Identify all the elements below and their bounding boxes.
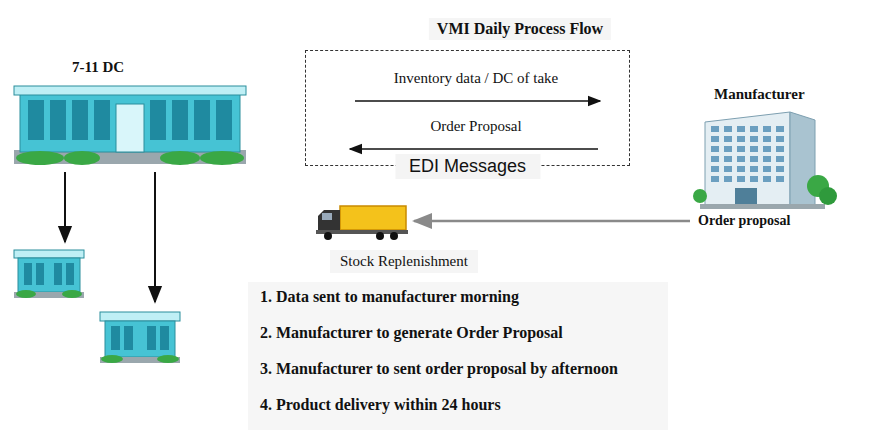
dc-building (14, 86, 246, 165)
delivery-truck (316, 206, 408, 240)
step-item: 4. Product delivery within 24 hours (260, 396, 501, 414)
step-item: 3. Manufacturer to sent order proposal b… (260, 360, 618, 378)
step-item: 1. Data sent to manufacturer morning (260, 288, 519, 306)
arrow-label: Inventory data / DC of take (391, 70, 562, 87)
box-label: EDI Messages (395, 154, 540, 179)
node-caption: Stock Replenishment (330, 250, 478, 273)
message-arrow (355, 100, 600, 102)
node-heading: 7-11 DC (72, 59, 124, 76)
node-heading: Manufacturer (714, 86, 805, 103)
store-building (14, 250, 84, 298)
step-list: 1. Data sent to manufacturer morning 2. M… (248, 282, 668, 430)
truck-node: Stock Replenishment (316, 202, 408, 240)
edi-message-box: EDI Messages (305, 50, 630, 166)
diagram-title: VMI Daily Process Flow (429, 18, 611, 40)
delivery-arrow (414, 220, 690, 223)
arrow-label: Order Proposal (427, 118, 524, 135)
store-building (100, 312, 180, 363)
step-item: 2. Manufacturer to generate Order Propos… (260, 324, 563, 342)
flow-arrow (154, 172, 156, 302)
message-arrow (350, 148, 598, 150)
node-caption: Order proposal (698, 213, 790, 229)
distribution-center: 7-11 DC (10, 55, 250, 172)
flow-arrow (64, 172, 66, 242)
manufacturer-building (693, 112, 837, 209)
manufacturer: ManufacturerOrder proposal (690, 85, 840, 233)
